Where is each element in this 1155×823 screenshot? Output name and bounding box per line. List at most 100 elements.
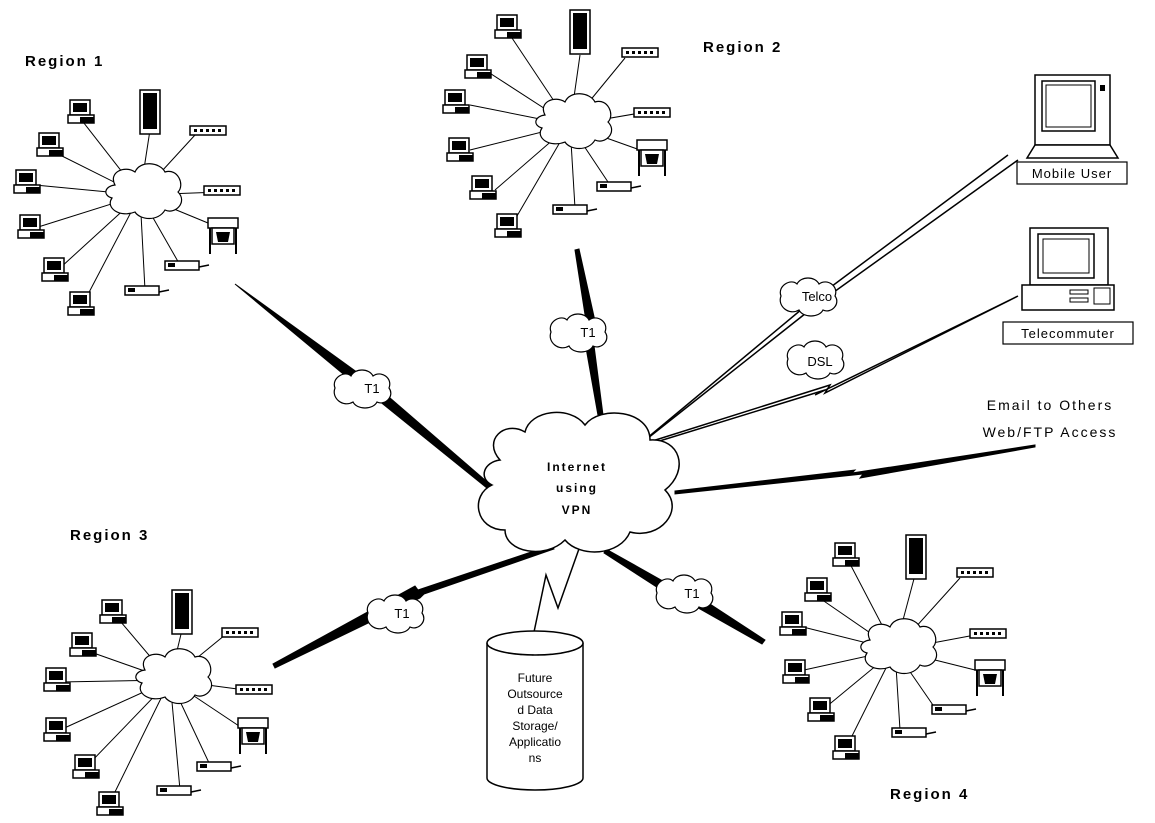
region-4-cluster: Region 4 [779, 534, 1007, 803]
storage-line-4: Storage/ [512, 719, 558, 733]
printer-icon [156, 785, 202, 796]
telecommuter-label: Telecommuter [1021, 326, 1115, 341]
computer-icon [67, 291, 95, 316]
printer-icon [891, 727, 937, 738]
printer-icon [164, 260, 210, 271]
internet-label-line1: Internet [547, 460, 607, 474]
cloud-icon [860, 618, 938, 675]
storage-cylinder-icon [486, 643, 584, 791]
lightning-link-icon [674, 444, 1036, 495]
cloud-icon [333, 369, 392, 409]
plotter-icon [207, 217, 239, 255]
dsl-cloud: DSL [786, 340, 845, 380]
server-tower-icon [905, 534, 927, 580]
t1-label: T1 [364, 381, 379, 396]
computer-icon [13, 169, 41, 194]
computer-icon [782, 659, 810, 684]
storage-line-1: Future [518, 671, 553, 685]
computer-icon [464, 54, 492, 79]
desktop-workstation-icon [1021, 227, 1115, 311]
telco-label: Telco [802, 289, 832, 304]
mobile-user-box [1016, 161, 1128, 185]
t1-cloud-region1: T1 [333, 369, 392, 409]
server-tower-icon [139, 89, 161, 135]
computer-icon [469, 175, 497, 200]
storage-line-6: ns [529, 751, 542, 765]
printer-icon [596, 181, 642, 192]
plotter-icon [237, 717, 269, 755]
hub-icon [235, 684, 273, 695]
external-access: Email to Others Web/FTP Access [983, 397, 1118, 440]
dsl-label: DSL [807, 354, 832, 369]
computer-icon [43, 667, 71, 692]
plotter-icon [636, 139, 668, 177]
web-ftp-label: Web/FTP Access [983, 424, 1118, 440]
computer-icon [446, 137, 474, 162]
internet-label-line2: using [556, 481, 598, 495]
lightning-link-icon [272, 544, 555, 669]
hub-icon [203, 185, 241, 196]
computer-icon [807, 697, 835, 722]
server-tower-icon [171, 589, 193, 635]
region-1-label: Region 1 [25, 53, 104, 70]
computer-icon [832, 542, 860, 567]
computer-icon [442, 89, 470, 114]
computer-icon [36, 132, 64, 157]
cloud-icon [477, 411, 680, 553]
computer-icon [67, 99, 95, 124]
computer-icon [43, 717, 71, 742]
internet-cloud: Internet using VPN [477, 411, 680, 553]
printer-icon [124, 285, 170, 296]
region-4-label: Region 4 [890, 786, 969, 803]
cloud-icon [135, 648, 213, 705]
computer-icon [99, 599, 127, 624]
email-label: Email to Others [987, 397, 1113, 413]
hub-icon [221, 627, 259, 638]
mobile-user: Mobile User [1016, 74, 1128, 185]
t1-cloud-region4: T1 [655, 574, 714, 614]
computer-icon [17, 214, 45, 239]
hub-icon [189, 125, 227, 136]
hub-icon [621, 47, 659, 58]
t1-cloud-region3: T1 [366, 594, 425, 634]
region-3-label: Region 3 [70, 527, 149, 544]
hub-icon [969, 628, 1007, 639]
server-tower-icon [569, 9, 591, 55]
computer-icon [832, 735, 860, 760]
t1-label: T1 [394, 606, 409, 621]
computer-icon [494, 213, 522, 238]
future-storage: Future Outsource d Data Storage/ Applica… [486, 630, 584, 791]
storage-line-5: Applicatio [509, 735, 561, 749]
plotter-icon [974, 659, 1006, 697]
printer-icon [196, 761, 242, 772]
cloud-icon [535, 93, 613, 150]
cloud-icon [105, 163, 183, 220]
mobile-user-label: Mobile User [1032, 166, 1112, 181]
region-2-label: Region 2 [703, 39, 782, 56]
computer-icon [779, 611, 807, 636]
computer-icon [804, 577, 832, 602]
hub-icon [956, 567, 994, 578]
laptop-icon [1025, 74, 1120, 159]
region-3-cluster: Region 3 [43, 527, 273, 816]
telecommuter: Telecommuter [1002, 227, 1134, 345]
computer-icon [96, 791, 124, 816]
t1-label: T1 [684, 586, 699, 601]
printer-icon [931, 704, 977, 715]
lightning-link-icon [533, 545, 581, 633]
computer-icon [41, 257, 69, 282]
telecommuter-box [1002, 321, 1134, 345]
region-2-cluster: Region 2 [442, 9, 782, 238]
t1-label: T1 [580, 325, 595, 340]
storage-line-2: Outsource [507, 687, 563, 701]
telco-cloud: Telco [779, 277, 838, 317]
t1-cloud-region2: T1 [549, 313, 608, 353]
computer-icon [69, 632, 97, 657]
hub-icon [633, 107, 671, 118]
internet-label-line3: VPN [562, 503, 593, 517]
computer-icon [494, 14, 522, 39]
region-1-cluster: Region 1 [13, 53, 241, 316]
computer-icon [72, 754, 100, 779]
printer-icon [552, 204, 598, 215]
